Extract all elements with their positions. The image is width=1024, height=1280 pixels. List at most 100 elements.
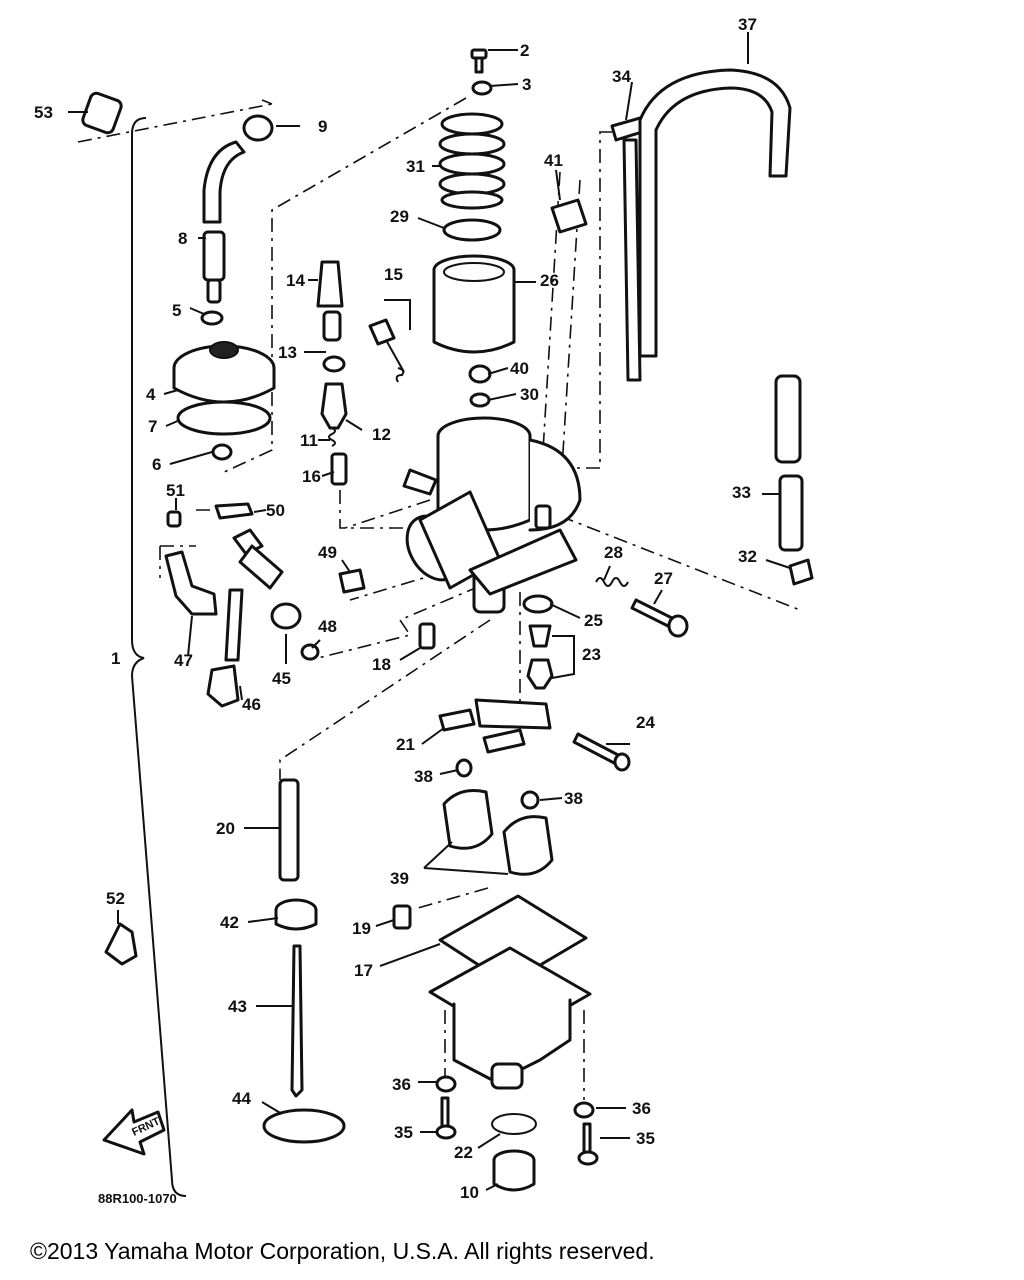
callout-37: 37 xyxy=(738,15,757,34)
callout-22: 22 xyxy=(454,1143,473,1162)
part-48 xyxy=(300,643,320,661)
part-30 xyxy=(469,392,491,408)
diagram-reference-code: 88R100-1070 xyxy=(98,1191,177,1206)
callout-38-b: 38 xyxy=(564,789,583,808)
assembly-bracket xyxy=(130,117,187,1197)
part-47 xyxy=(164,550,218,616)
callout-34: 34 xyxy=(612,67,631,86)
part-20 xyxy=(278,778,300,882)
part-cover xyxy=(172,341,276,404)
carburetor-exploded-diagram: FRNT xyxy=(34,15,814,1206)
part-32 xyxy=(788,558,814,586)
part-16 xyxy=(330,452,348,486)
callout-17: 17 xyxy=(354,961,373,980)
callout-10: 10 xyxy=(460,1183,479,1202)
callout-31: 31 xyxy=(406,157,425,176)
part-35-b xyxy=(577,1122,599,1166)
callout-15: 15 xyxy=(384,265,403,284)
callout-16: 16 xyxy=(302,467,321,486)
part-38-a xyxy=(455,758,473,778)
front-arrow-icon: FRNT xyxy=(102,1108,166,1156)
callout-5: 5 xyxy=(172,301,181,320)
part-13-lower xyxy=(322,355,346,373)
part-19 xyxy=(392,904,412,930)
part-clip xyxy=(550,198,588,234)
part-23-upper xyxy=(528,624,552,648)
callout-11: 11 xyxy=(300,431,318,450)
callout-28: 28 xyxy=(604,543,623,562)
callout-46: 46 xyxy=(242,695,261,714)
callout-43: 43 xyxy=(228,997,247,1016)
callout-7: 7 xyxy=(148,417,157,436)
part-spring xyxy=(438,112,506,210)
callout-33: 33 xyxy=(732,483,751,502)
callout-45: 45 xyxy=(272,669,291,688)
callout-52: 52 xyxy=(106,889,125,908)
part-36-a xyxy=(435,1075,457,1093)
callout-labels: 1 2 3 4 5 6 7 8 9 10 11 12 13 14 15 16 1… xyxy=(34,15,757,1202)
callout-23: 23 xyxy=(582,645,601,664)
callout-36-b: 36 xyxy=(632,1099,651,1118)
callout-26: 26 xyxy=(540,271,559,290)
part-35-a xyxy=(435,1096,457,1140)
callout-24: 24 xyxy=(636,713,655,732)
part-40 xyxy=(468,364,492,384)
part-18 xyxy=(418,622,436,650)
part-12 xyxy=(320,382,348,430)
part-11 xyxy=(328,427,336,447)
copyright-notice: ©2013 Yamaha Motor Corporation, U.S.A. A… xyxy=(30,1238,655,1264)
part-cap xyxy=(242,114,274,142)
callout-8: 8 xyxy=(178,229,187,248)
part-46 xyxy=(206,588,244,708)
part-plate xyxy=(442,218,502,242)
callout-6: 6 xyxy=(152,455,161,474)
part-44 xyxy=(262,1108,346,1144)
callout-21: 21 xyxy=(396,735,415,754)
part-floats xyxy=(442,789,554,876)
part-sleeve xyxy=(81,91,123,135)
callout-49: 49 xyxy=(318,543,337,562)
part-50 xyxy=(214,502,254,520)
callout-40: 40 xyxy=(510,359,529,378)
part-23-lower xyxy=(526,658,554,690)
part-36-b xyxy=(573,1101,595,1119)
part-pin xyxy=(572,732,631,772)
callout-42: 42 xyxy=(220,913,239,932)
callout-32: 32 xyxy=(738,547,757,566)
part-52 xyxy=(104,922,138,966)
callout-47: 47 xyxy=(174,651,193,670)
callout-27: 27 xyxy=(654,569,673,588)
callout-50: 50 xyxy=(266,501,285,520)
part-42 xyxy=(274,898,318,931)
callout-9: 9 xyxy=(318,117,327,136)
part-49 xyxy=(338,568,366,594)
callout-18: 18 xyxy=(372,655,391,674)
part-38-b xyxy=(520,790,540,810)
callout-39: 39 xyxy=(390,869,409,888)
part-float-arm xyxy=(438,698,552,754)
part-carburetor-body xyxy=(402,416,582,614)
part-pilot-screw xyxy=(368,318,405,383)
part-o-ring xyxy=(200,310,224,326)
callout-51: 51 xyxy=(166,481,185,500)
part-45 xyxy=(270,602,302,630)
callout-13: 13 xyxy=(278,343,297,362)
part-14 xyxy=(316,260,344,308)
part-28 xyxy=(595,577,629,587)
part-22 xyxy=(491,1113,537,1135)
callout-29: 29 xyxy=(390,207,409,226)
callout-25: 25 xyxy=(584,611,603,630)
part-screw-2 xyxy=(470,48,488,74)
part-10 xyxy=(492,1149,536,1192)
callout-19: 19 xyxy=(352,919,371,938)
callout-38-a: 38 xyxy=(414,767,433,786)
part-screw-6 xyxy=(211,443,233,461)
callout-48: 48 xyxy=(318,617,337,636)
callout-2: 2 xyxy=(520,41,529,60)
callout-14: 14 xyxy=(286,271,305,290)
callout-leaders xyxy=(68,32,791,1191)
part-washer-3 xyxy=(471,80,493,96)
part-25 xyxy=(522,594,554,614)
callout-36-a: 36 xyxy=(392,1075,411,1094)
part-gasket xyxy=(176,400,272,436)
